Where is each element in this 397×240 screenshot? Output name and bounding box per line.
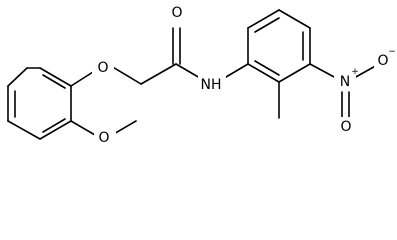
nitro-oxygen-minus-charge: − — [388, 47, 396, 57]
bond-ether-o-ch2 — [110, 65, 142, 85]
nitro-oxygen-minus-label: O — [377, 53, 388, 69]
ether-oxygen-label: O — [97, 60, 108, 76]
carbonyl-oxygen-label: O — [171, 5, 182, 21]
label-mask-ether-o — [92, 58, 114, 78]
label-mask-amide-nh — [198, 74, 226, 94]
bond-ring2-3 — [278, 9, 311, 29]
bond-ring1-double-c — [42, 74, 66, 89]
bond-ring1-4 — [39, 120, 72, 140]
label-mask-nitro-n — [334, 71, 356, 91]
bond-ring1-3 — [7, 120, 41, 140]
bond-ring1-ether-o — [70, 71, 94, 87]
atom-labels: O O O NH N + O − O — [92, 3, 396, 146]
bonds — [7, 9, 380, 140]
bond-ring2-double-a — [254, 17, 280, 33]
bond-ring2-5 — [278, 63, 311, 83]
bond-ring1-double-b — [42, 118, 66, 133]
bond-ring2-nitro-n — [309, 63, 337, 79]
nitro-oxygen-double-label: O — [340, 119, 351, 135]
bond-ch2-carbonyl — [140, 63, 177, 85]
label-mask-carbonyl-o — [164, 3, 188, 23]
bond-carbonyl-nh — [175, 63, 201, 79]
bond-ring1-6 — [39, 67, 72, 87]
label-mask-nitro-o-minus — [374, 50, 396, 70]
label-mask-nitro-o-double — [335, 117, 357, 137]
bond-ring2-6 — [247, 63, 280, 83]
nitro-nitrogen-label: N — [340, 74, 350, 90]
methoxy-oxygen-label: O — [98, 130, 109, 146]
nitro-nitrogen-charge: + — [351, 67, 359, 77]
bond-ring2-double-c — [254, 60, 280, 76]
label-mask-methoxy-o — [94, 127, 116, 145]
molecule-diagram: O O O NH N + O − O — [7, 3, 396, 146]
bond-ring1-1 — [7, 67, 28, 87]
bond-ring1-methoxy-o — [70, 120, 96, 136]
amide-nitrogen-label: NH — [201, 77, 222, 93]
structure-canvas: O O O NH N + O − O — [7, 3, 396, 146]
bond-ring2-2 — [247, 9, 280, 29]
